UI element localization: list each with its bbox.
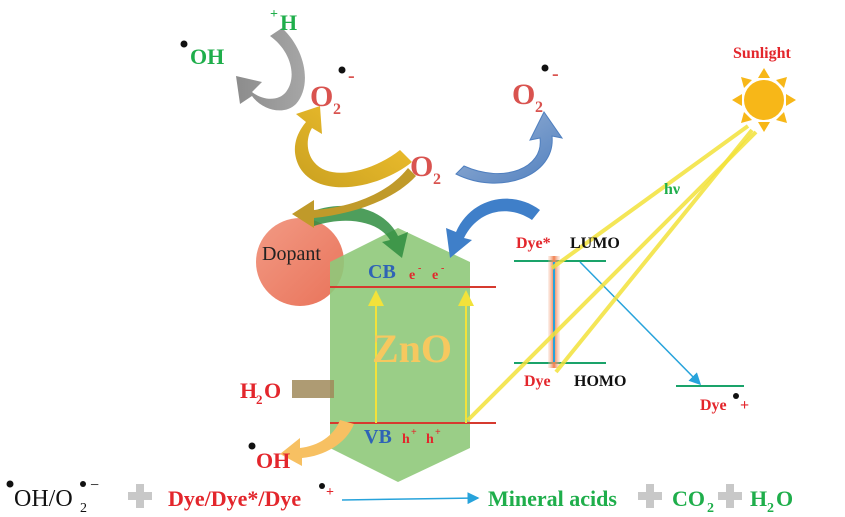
zno-label: ZnO [372,326,452,371]
eq-product-h2o-sub: 2 [767,501,774,516]
radical-dot-eq [6,480,14,488]
bottom-oh-label: OH [256,448,290,473]
dopant-circle [256,218,344,306]
lumo-to-dye-plus-arrow [579,261,702,386]
eq-dye-series: Dye/Dye*/Dye [168,486,301,511]
sun-icon [732,68,796,132]
electron-sup-1: - [418,263,421,274]
top-oh-label: OH [190,44,224,69]
oh-output-arrow [280,420,354,466]
radical-dot-left [338,66,346,74]
dopant-to-cb-arrow [306,205,408,258]
radical-dot-bottom-oh [248,442,256,450]
electron-sup-2: - [441,263,444,274]
vb-label: VB [364,426,392,448]
dopant-label: Dopant [262,243,321,265]
superoxide-right-sup: - [552,63,559,85]
top-h-prefix: + [270,7,278,22]
superoxide-left-sub: 2 [333,101,341,118]
o2-to-superoxide-left-arrow [294,106,412,188]
electron-label-1: e [409,268,415,283]
eq-reactant-sub: 2 [80,501,87,516]
dye-plus-label: Dye [700,397,727,414]
hole-sup-1: + [411,427,417,438]
dye-star-label: Dye* [516,235,551,252]
eq-product-co2: CO [672,486,705,511]
plus-icon [638,484,662,508]
eq-product-mineral-acids: Mineral acids [488,486,617,511]
o2-to-dopant-arrow [292,168,416,228]
dye-plus-sup: + [740,397,749,414]
h2o-tail: O [264,378,281,403]
lumo-to-cb-arrow [446,198,540,258]
hv-label: hν [664,181,680,198]
electron-label-2: e [432,268,438,283]
h2o-sub: 2 [256,392,263,407]
lumo-label: LUMO [570,235,620,252]
o2-to-superoxide-right-arrow [455,111,564,184]
hole-label-1: h [402,432,410,447]
superoxide-right-label: O [512,78,535,111]
top-h-label: H [280,10,297,35]
cb-label: CB [368,261,396,283]
dye-label: Dye [524,373,551,390]
hole-label-2: h [426,432,434,447]
sunlight-label: Sunlight [733,45,791,62]
zno-crystal [330,228,470,482]
eq-reactant-sup: − [90,477,99,494]
eq-dye-series-sup: + [326,485,334,500]
o2-center-label: O [410,150,433,183]
h2o-label: H [240,378,257,403]
eq-product-co2-sub: 2 [707,501,714,516]
h-to-oh-arrow [236,28,305,111]
eq-reaction-arrow [341,492,480,505]
radical-dot-dye-plus [733,393,739,399]
radical-dot-right [541,64,549,72]
eq-product-h2o-tail: O [776,486,793,511]
radical-dot-eq-o2 [80,481,86,487]
eq-reactant-label: OH/O [14,486,73,512]
hole-sup-2: + [435,427,441,438]
homo-label: HOMO [574,373,626,390]
radical-dot-top-oh [180,40,188,48]
superoxide-left-label: O [310,80,333,113]
superoxide-right-sub: 2 [535,99,543,116]
o2-center-sub: 2 [433,171,441,188]
radical-dot-eq-dye [319,483,325,489]
superoxide-left-sup: - [348,65,355,87]
light-ray-3 [466,130,758,422]
plus-icon [718,484,742,508]
light-ray-1 [550,124,750,270]
h2o-arrow [292,380,334,398]
eq-product-h2o: H [750,486,767,511]
plus-icon [128,484,152,508]
